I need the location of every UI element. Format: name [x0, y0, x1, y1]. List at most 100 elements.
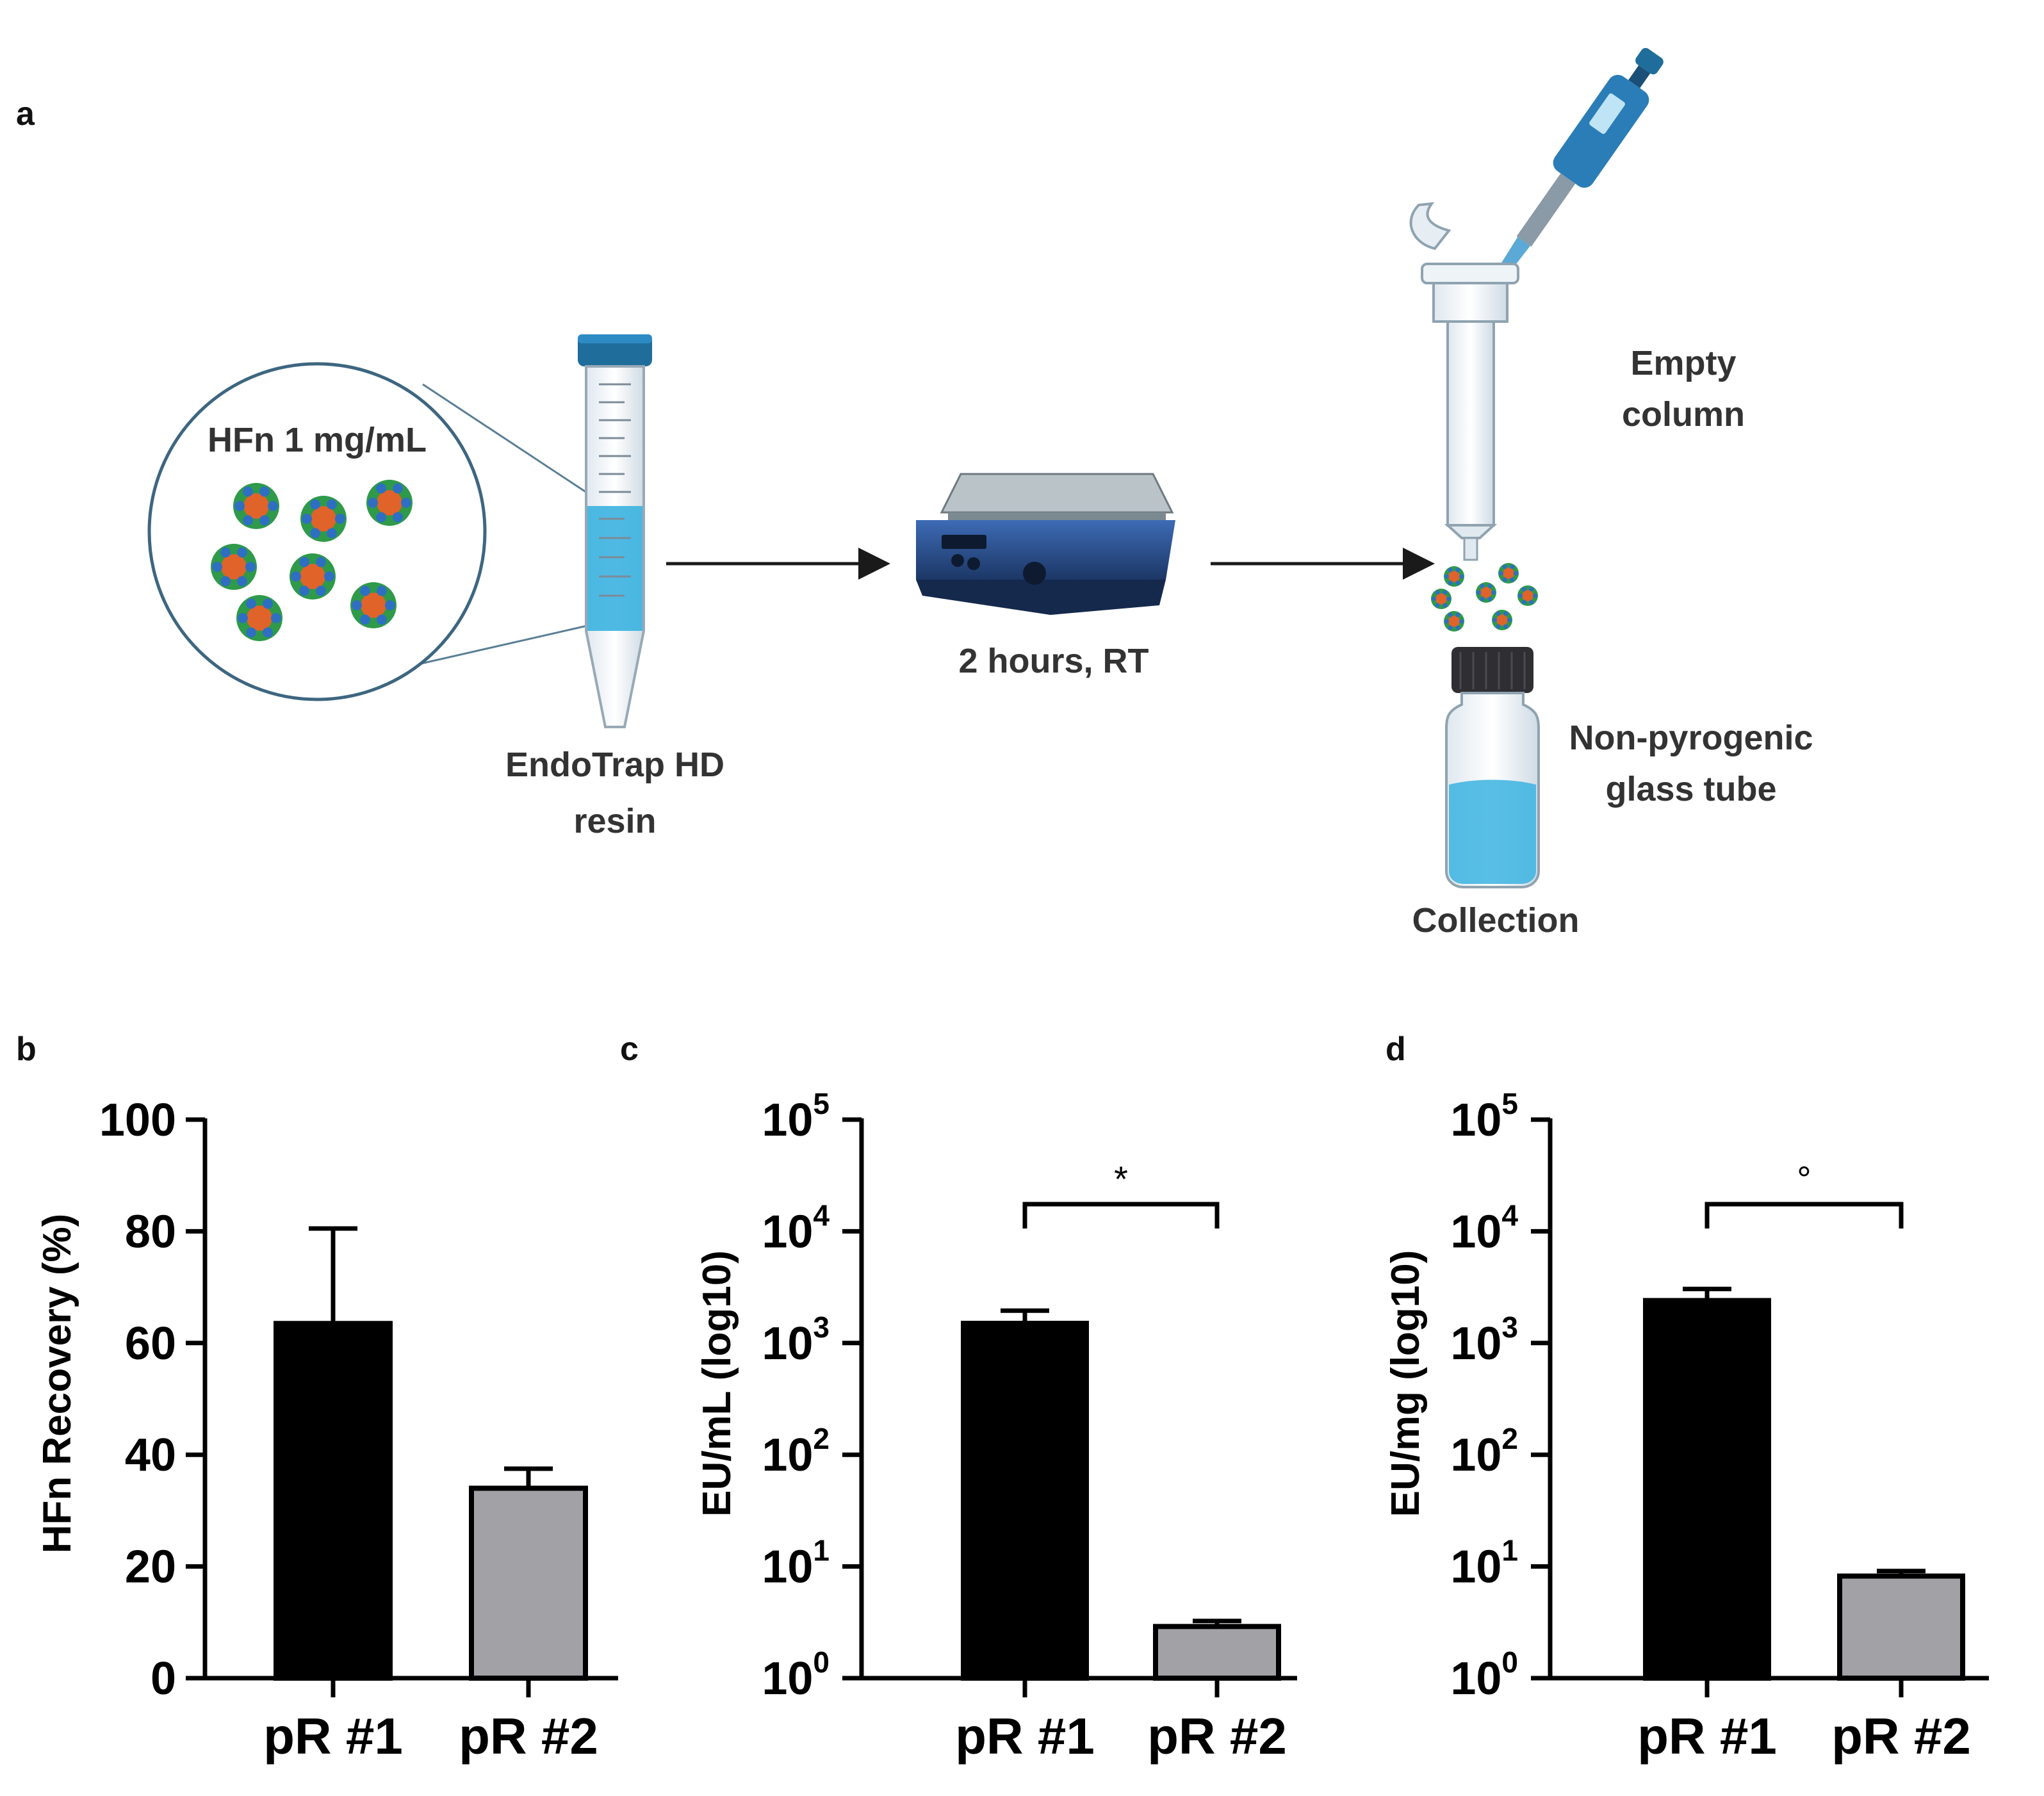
particle-subunit: [259, 515, 270, 526]
y-tick-label: 100: [99, 1095, 176, 1146]
particle-core: [1435, 593, 1447, 605]
particle-core: [311, 506, 336, 532]
vial-label-line1: Non-pyrogenic: [1569, 719, 1813, 757]
x-tick-label: pR #1: [1637, 1708, 1777, 1765]
x-tick-label: pR #2: [459, 1708, 598, 1765]
particle-subunit: [393, 512, 403, 523]
particle-subunit: [1480, 584, 1485, 589]
particle-subunit: [1431, 596, 1436, 601]
x-tick-label: pR #1: [955, 1708, 1095, 1765]
y-tick-label: 80: [125, 1206, 176, 1257]
y-tick-label: 102: [762, 1422, 830, 1481]
particle-subunit: [1459, 574, 1464, 579]
particle-subunit: [263, 598, 273, 609]
hfn-particle: [1492, 610, 1512, 630]
magnified-sample-circle: HFn 1 mg/mL: [147, 362, 593, 701]
particle-subunit: [1496, 624, 1501, 629]
endotrap-tube: EndoTrap HD resin: [505, 334, 724, 840]
particle-subunit: [1507, 617, 1512, 623]
particle-subunit: [327, 499, 337, 510]
particle-subunit: [1502, 564, 1507, 569]
hfn-particle: [211, 544, 257, 590]
particle-subunit: [271, 613, 281, 623]
particle-subunit: [323, 571, 334, 582]
bar: [1153, 1624, 1281, 1681]
particle-subunit: [1510, 564, 1515, 569]
particle-core: [1448, 571, 1460, 582]
y-tick-label: 101: [762, 1534, 830, 1593]
particle-subunit: [401, 498, 411, 508]
particle-subunit: [245, 562, 256, 572]
y-tick-label: 105: [1450, 1087, 1518, 1146]
y-axis-label-c: EU/mL (log10): [695, 1250, 739, 1517]
significance-marker: °: [1797, 1159, 1811, 1199]
particle-subunit: [268, 501, 278, 511]
particle-subunit: [377, 585, 387, 596]
eluted-particles: [1431, 563, 1538, 632]
hfn-particle: [236, 595, 282, 641]
particle-subunit: [352, 600, 363, 610]
y-tick-label: 104: [762, 1198, 830, 1257]
particle-core: [1522, 590, 1533, 601]
particle-subunit: [1444, 619, 1449, 624]
particle-subunit: [1496, 611, 1501, 616]
y-axis-label-b: HFn Recovery (%): [35, 1214, 79, 1554]
particle-subunit: [246, 627, 256, 638]
particle-core: [243, 493, 269, 519]
particle-subunit: [1448, 580, 1453, 585]
particle-subunit: [1448, 612, 1453, 617]
y-tick-label: 20: [125, 1542, 176, 1593]
significance-bracket: [1022, 1202, 1220, 1229]
particle-subunit: [291, 571, 301, 582]
particle-subunit: [1498, 571, 1503, 576]
particle-subunit: [1455, 612, 1460, 617]
panel-label-d: d: [1386, 1031, 1406, 1068]
particle-subunit: [1446, 596, 1451, 601]
particle-subunit: [259, 486, 270, 497]
y-axis-label-d: EU/mg (log10): [1384, 1250, 1428, 1517]
particle-subunit: [385, 600, 395, 610]
significance-marker: *: [1114, 1159, 1128, 1199]
particle-core: [221, 554, 247, 580]
glass-vial: Non-pyrogenic glass tube Collection: [1412, 647, 1813, 940]
particle-subunit: [1517, 593, 1523, 598]
bar: [961, 1321, 1089, 1681]
hfn-particle: [290, 553, 336, 600]
particle-subunit: [1502, 577, 1507, 582]
hfn-particle: [300, 496, 347, 542]
y-tick-label: 103: [762, 1310, 830, 1369]
particle-subunit: [1514, 571, 1519, 576]
particle-subunit: [237, 576, 247, 587]
panel-a-schematic: a HFn 1 mg/mL EndoTrap HD resin: [16, 47, 1813, 940]
x-tick-label: pR #1: [263, 1708, 403, 1765]
hfn-particle: [1444, 566, 1464, 587]
particle-core: [361, 592, 386, 618]
particle-subunit: [377, 614, 387, 625]
tube-label-line2: resin: [573, 802, 656, 840]
particle-subunit: [299, 557, 309, 567]
particle-subunit: [376, 483, 386, 494]
particle-subunit: [1491, 590, 1496, 595]
hfn-particles: [211, 480, 413, 641]
column-label-line2: column: [1622, 395, 1745, 434]
y-tick-label: 103: [1450, 1310, 1518, 1369]
y-tick-label: 100: [1450, 1645, 1518, 1704]
particle-subunit: [1533, 593, 1538, 598]
particle-subunit: [1529, 587, 1534, 592]
bar: [1837, 1573, 1965, 1681]
particle-subunit: [1480, 596, 1485, 601]
particle-subunit: [243, 486, 253, 497]
particle-subunit: [234, 501, 245, 511]
particle-subunit: [237, 547, 247, 558]
particle-subunit: [1521, 587, 1526, 592]
hfn-particle: [233, 483, 279, 529]
hfn-particle: [366, 480, 413, 526]
particle-subunit: [316, 557, 326, 567]
particle-subunit: [1455, 625, 1460, 630]
y-tick-label: 104: [1450, 1198, 1518, 1257]
